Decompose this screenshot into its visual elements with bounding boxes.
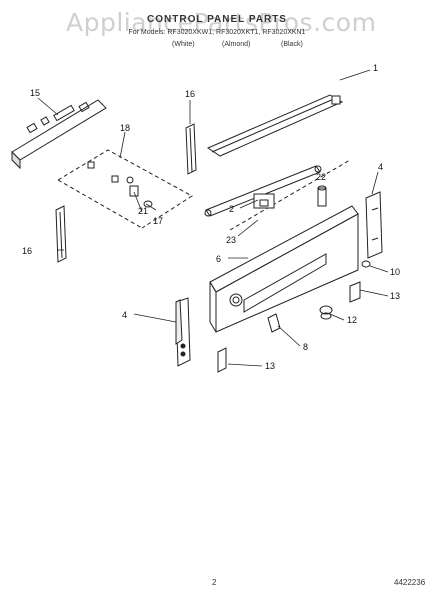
part-16-side-trim-left <box>55 205 67 263</box>
callout-label: 8 <box>303 342 308 352</box>
callout-label: 13 <box>390 291 400 301</box>
part-23-timer <box>253 193 275 209</box>
callout-labels: 1 2 4 4 6 8 10 12 13 13 15 16 16 17 18 2… <box>22 63 400 371</box>
assembly-outline <box>57 149 351 231</box>
diagram-title: CONTROL PANEL PARTS <box>147 14 287 25</box>
page-number: 2 <box>212 578 217 587</box>
part-6-control-panel <box>209 205 359 333</box>
models-line: For Models: RF3020XKW1, RF3020XKT1, RF30… <box>128 29 306 36</box>
part-15-overlay <box>11 99 107 170</box>
part-8-knob <box>267 313 281 333</box>
callout-label: 22 <box>316 172 326 182</box>
part-13-bracket-bottom <box>217 347 227 373</box>
finish-white: (White) <box>172 41 195 48</box>
part-1-trim <box>206 94 344 157</box>
callout-label: 1 <box>373 63 378 73</box>
part-10-clip <box>361 260 371 268</box>
part-4-end-cap-left <box>175 297 191 367</box>
part-16-side-trim-top <box>185 123 197 175</box>
callout-label: 21 <box>138 206 148 216</box>
part-2-rod <box>204 165 322 217</box>
leader-lines <box>37 69 389 367</box>
part-12-knob <box>319 305 333 320</box>
part-number: 4422236 <box>394 578 426 587</box>
callout-label: 16 <box>22 246 32 256</box>
finish-black: (Black) <box>281 41 303 48</box>
callout-label: 4 <box>378 162 383 172</box>
watermark-logo: AppliancePartsPros.com <box>66 8 377 37</box>
part-22-cylinder <box>317 185 327 207</box>
callout-label: 2 <box>229 204 234 214</box>
finish-almond: (Almond) <box>222 41 251 48</box>
callout-label: 10 <box>390 267 400 277</box>
callout-label: 12 <box>347 315 357 325</box>
part-4-end-cap-right <box>365 191 383 259</box>
callout-label: 23 <box>226 235 236 245</box>
callout-label: 4 <box>122 310 127 320</box>
callout-label: 6 <box>216 254 221 264</box>
callout-label: 16 <box>185 89 195 99</box>
part-13-bracket-right <box>349 281 361 303</box>
callout-label: 18 <box>120 123 130 133</box>
callout-label: 17 <box>153 216 163 226</box>
callout-label: 13 <box>265 361 275 371</box>
switch-parts <box>87 161 153 208</box>
callout-label: 15 <box>30 88 40 98</box>
